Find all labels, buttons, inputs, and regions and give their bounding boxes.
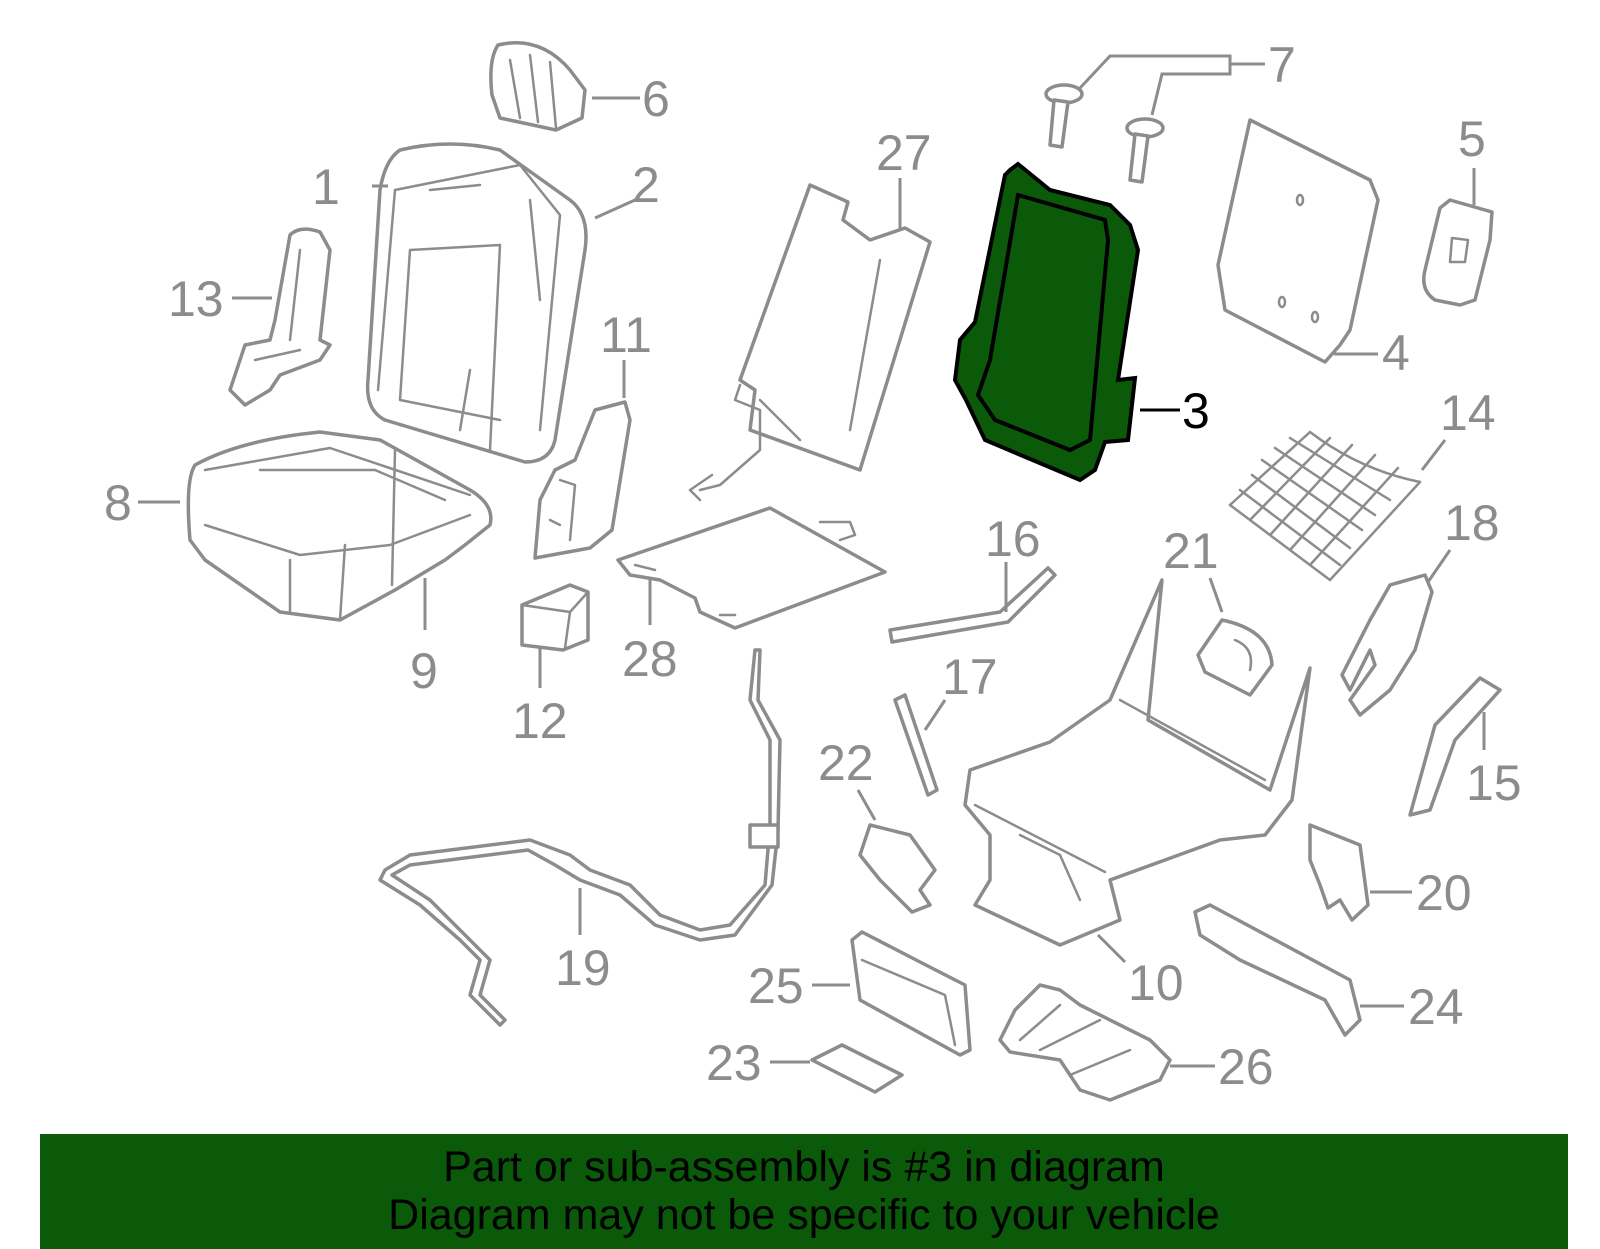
callout-1: 1 [312,159,340,215]
part-13-trim[interactable] [228,227,332,407]
leader-22 [856,789,877,821]
callout-6: 6 [642,71,670,127]
callout-15: 15 [1466,755,1522,811]
callout-4: 4 [1382,325,1410,381]
callout-20: 20 [1416,865,1472,921]
callout-22: 22 [818,735,874,791]
callout-26: 26 [1218,1039,1274,1095]
leader-17 [923,699,947,731]
leader-10 [1096,933,1127,964]
banner-part-text: Part or sub-assembly is #3 in diagram [443,1143,1165,1191]
part-20-bracket[interactable] [1308,823,1370,922]
callout-13: 13 [168,271,224,327]
callout-9: 9 [410,643,438,699]
part-5-cap[interactable] [1422,198,1494,307]
callout-17: 17 [942,649,998,705]
part-19-cable[interactable] [378,648,782,1027]
callout-10: 10 [1128,955,1184,1011]
part-15-bracket[interactable] [1408,676,1502,817]
seat-parts-diagram: 6 1 2 13 8 9 11 12 27 [104,37,1522,1102]
leader-7 [1078,54,1265,116]
part-23-plate[interactable] [810,1043,904,1094]
part-4-back-panel[interactable] [1216,118,1380,364]
callout-8: 8 [104,475,132,531]
callout-24: 24 [1408,979,1464,1035]
callout-11: 11 [600,307,652,363]
callout-27: 27 [876,125,932,181]
part-28-mat[interactable] [616,506,887,630]
leader-2 [594,198,636,220]
part-24-rail[interactable] [1193,903,1362,1037]
banner-disclaimer-text: Diagram may not be specific to your vehi… [388,1191,1220,1239]
callout-7: 7 [1268,37,1296,93]
part-11-side-shield[interactable] [533,400,632,560]
callout-25: 25 [748,958,804,1014]
part-18-side-trim[interactable] [1340,573,1434,717]
part-16-rod[interactable] [888,566,1057,644]
part-3-seatback-frame[interactable] [952,161,1141,483]
callout-2: 2 [632,157,660,213]
callout-3: 3 [1182,383,1210,439]
part-21-clip[interactable] [1196,618,1274,697]
part-7-pins[interactable] [1044,83,1165,184]
part-info-banner: Part or sub-assembly is #3 in diagram Di… [40,1134,1568,1249]
leader-21 [1208,577,1224,613]
callout-28: 28 [622,631,678,687]
leader-14 [1420,439,1447,471]
callout-16: 16 [985,511,1041,567]
callout-18: 18 [1444,495,1500,551]
callout-23: 23 [706,1035,762,1091]
callout-5: 5 [1458,111,1486,167]
part-14-spring-mat[interactable] [1228,430,1422,582]
part-22-latch[interactable] [858,823,937,914]
leader-18 [1426,549,1452,583]
part-12-bracket[interactable] [520,583,590,652]
part-10-seat-frame[interactable] [963,578,1312,947]
part-6-headrest[interactable] [489,41,587,132]
part-26-cover[interactable] [998,983,1172,1102]
part-8-cushion[interactable] [186,430,493,622]
callout-12: 12 [512,693,568,749]
part-1-seatback-cover[interactable] [365,142,588,464]
part-17-pin-rod[interactable] [893,693,939,797]
callout-21: 21 [1163,523,1219,579]
callout-14: 14 [1440,385,1496,441]
callout-19: 19 [555,940,611,996]
part-27-panel[interactable] [688,183,932,502]
part-25-rail[interactable] [850,930,972,1057]
